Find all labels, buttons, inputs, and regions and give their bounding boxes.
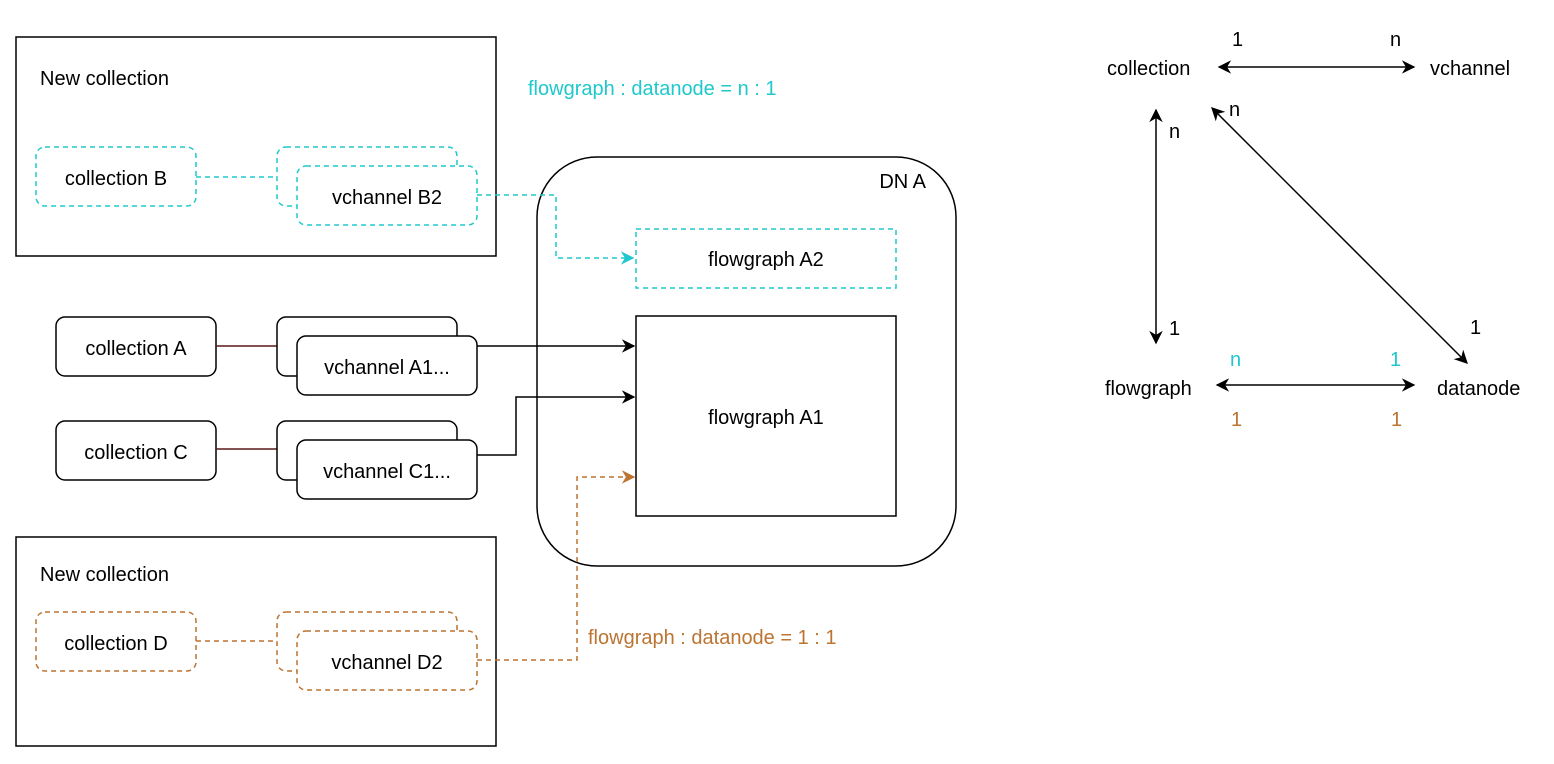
vchannel-d2-label: vchannel D2: [331, 652, 442, 674]
vchannel-c1-to-flowgraph-a1-arrow: [477, 390, 636, 456]
datanode-a-container: DN A: [536, 156, 957, 567]
collection-vchannel-card-collection: 1: [1232, 29, 1243, 51]
flowgraph-a2-node[interactable]: flowgraph A2: [635, 228, 897, 289]
vchannel-a1-node[interactable]: vchannel A1...: [276, 316, 478, 396]
collection-flowgraph-card-flowgraph: 1: [1169, 318, 1180, 340]
new-collection-title: New collection: [40, 68, 169, 90]
collection-d-node[interactable]: collection D: [35, 611, 197, 672]
vchannel-d2-node[interactable]: vchannel D2: [276, 611, 478, 691]
vchannel-b2-label: vchannel B2: [332, 187, 442, 209]
flowgraph-datanode-card-datanode-brown: 1: [1391, 409, 1402, 431]
collection-a-node[interactable]: collection A: [55, 316, 217, 377]
collection-a-label: collection A: [85, 338, 187, 360]
flowgraph-datanode-card-datanode-cyan: 1: [1390, 349, 1401, 371]
collection-c-label: collection C: [84, 442, 187, 464]
flowgraph-datanode-card-flowgraph-cyan: n: [1230, 349, 1241, 371]
ratio-label-cyan: flowgraph : datanode = n : 1: [528, 78, 777, 100]
relation-node-datanode: datanode: [1437, 378, 1520, 400]
datanode-a-title: DN A: [879, 171, 926, 193]
collection-flowgraph-card-collection: n: [1169, 121, 1180, 143]
vchannel-c1-label: vchannel C1...: [323, 461, 451, 483]
collection-b-node[interactable]: collection B: [35, 146, 197, 207]
collection-datanode-card-collection: n: [1229, 99, 1240, 121]
vchannel-c1-node[interactable]: vchannel C1...: [276, 420, 478, 500]
relation-node-collection: collection: [1107, 58, 1190, 80]
collection-vchannel-card-vchannel: n: [1390, 29, 1401, 51]
flowgraph-a1-label: flowgraph A1: [708, 407, 824, 429]
new-collection-title: New collection: [40, 564, 169, 586]
new-collection-group-top: New collection collection B vchannel B2: [15, 36, 497, 257]
collection-d-label: collection D: [64, 633, 167, 655]
collection-c-node[interactable]: collection C: [55, 420, 217, 481]
vchannel-a1-label: vchannel A1...: [324, 357, 450, 379]
flowgraph-a1-node[interactable]: flowgraph A1: [635, 315, 897, 517]
collection-datanode-card-datanode: 1: [1470, 317, 1481, 339]
new-collection-group-bottom: New collection collection D vchannel D2: [15, 536, 497, 747]
collection-datanode-arrow: [1211, 107, 1468, 364]
vchannel-b2-node[interactable]: vchannel B2: [276, 146, 478, 226]
relations-diagram: collection vchannel flowgraph datanode 1…: [1105, 29, 1520, 431]
flowgraph-datanode-card-flowgraph-brown: 1: [1231, 409, 1242, 431]
collection-b-label: collection B: [65, 168, 167, 190]
vchannel-b2-to-flowgraph-a2-arrow: [477, 194, 635, 265]
flowgraph-a2-label: flowgraph A2: [708, 249, 824, 271]
vchannel-d2-to-flowgraph-a1-arrow: [477, 470, 636, 661]
relation-node-flowgraph: flowgraph: [1105, 378, 1192, 400]
ratio-label-brown: flowgraph : datanode = 1 : 1: [588, 627, 837, 649]
relation-node-vchannel: vchannel: [1430, 58, 1510, 80]
